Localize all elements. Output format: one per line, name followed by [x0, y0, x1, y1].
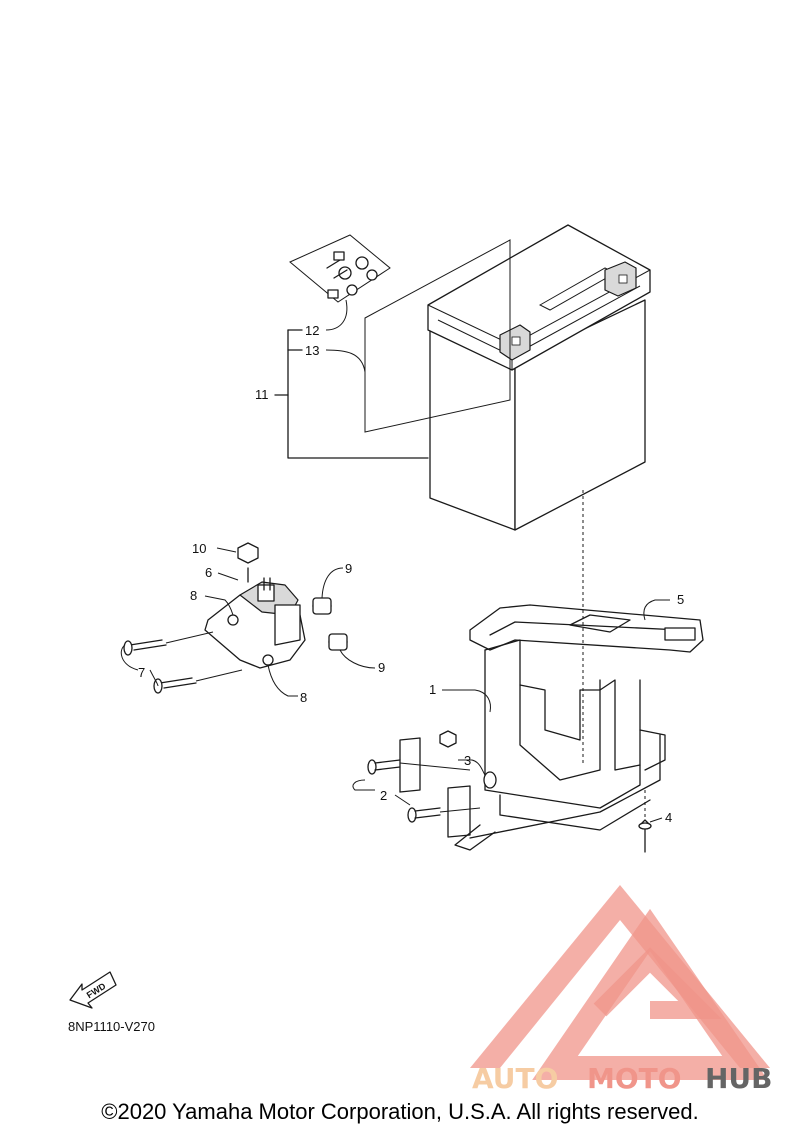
- callout-13: 13: [305, 343, 319, 358]
- callout-5: 5: [677, 592, 684, 607]
- fwd-arrow-icon: FWD: [69, 971, 117, 1009]
- callout-2: 2: [380, 788, 387, 803]
- callout-11: 11: [255, 387, 269, 402]
- callout-8-lower: 8: [300, 690, 307, 705]
- callout-8-upper: 8: [190, 588, 197, 603]
- battery-box-illustration: [454, 639, 666, 851]
- callout-6: 6: [205, 565, 212, 580]
- watermark-text-hub: HUB: [705, 1062, 773, 1095]
- watermark-text-moto: MOTO: [587, 1062, 682, 1095]
- bracket-bolts-illustration: [367, 730, 652, 853]
- callout-9-lower: 9: [378, 660, 385, 675]
- automotohub-logo: AUTO MOTO HUB: [470, 885, 773, 1095]
- callout-12: 12: [305, 323, 319, 338]
- callout-4: 4: [665, 810, 672, 825]
- copyright-notice: ©2020 Yamaha Motor Corporation, U.S.A. A…: [101, 1099, 699, 1124]
- battery-illustration: [427, 224, 651, 531]
- relay-assembly-illustration: [123, 542, 348, 694]
- callout-9-upper: 9: [345, 561, 352, 576]
- diagram-code: 8NP1110-V270: [68, 1019, 155, 1034]
- watermark-text-auto: AUTO: [472, 1062, 558, 1095]
- label-sheet-illustration: [364, 239, 511, 433]
- callout-1: 1: [429, 682, 436, 697]
- bolt-kit-illustration: [289, 234, 391, 303]
- callout-3: 3: [464, 753, 471, 768]
- callout-10: 10: [192, 541, 206, 556]
- callout-7: 7: [138, 665, 145, 680]
